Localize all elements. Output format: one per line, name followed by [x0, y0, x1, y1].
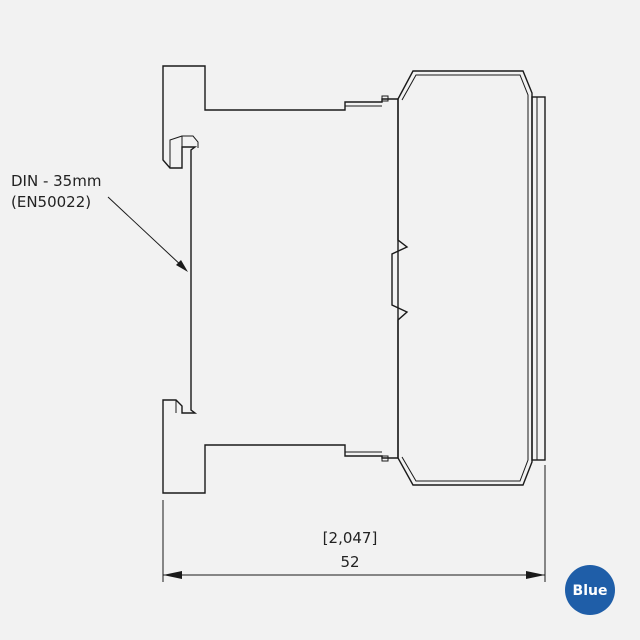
width-dimension [162, 465, 546, 582]
arrowhead-left [163, 571, 182, 579]
din-callout-leader [107, 196, 188, 272]
callout-label-line2: (EN50022) [11, 193, 91, 211]
callout-label-line1: DIN - 35mm [11, 172, 101, 190]
front-faceplate [531, 96, 546, 461]
terminal-pins [345, 95, 389, 462]
badge-circle [565, 565, 615, 615]
module-housing [391, 70, 533, 486]
arrowhead-right [526, 571, 545, 579]
dimension-inch-value: [2,047] [323, 529, 378, 547]
dimension-mm-value: 52 [340, 553, 359, 571]
color-badge: Blue [565, 565, 615, 615]
din-clip-body [162, 65, 399, 494]
badge-label: Blue [573, 583, 608, 599]
